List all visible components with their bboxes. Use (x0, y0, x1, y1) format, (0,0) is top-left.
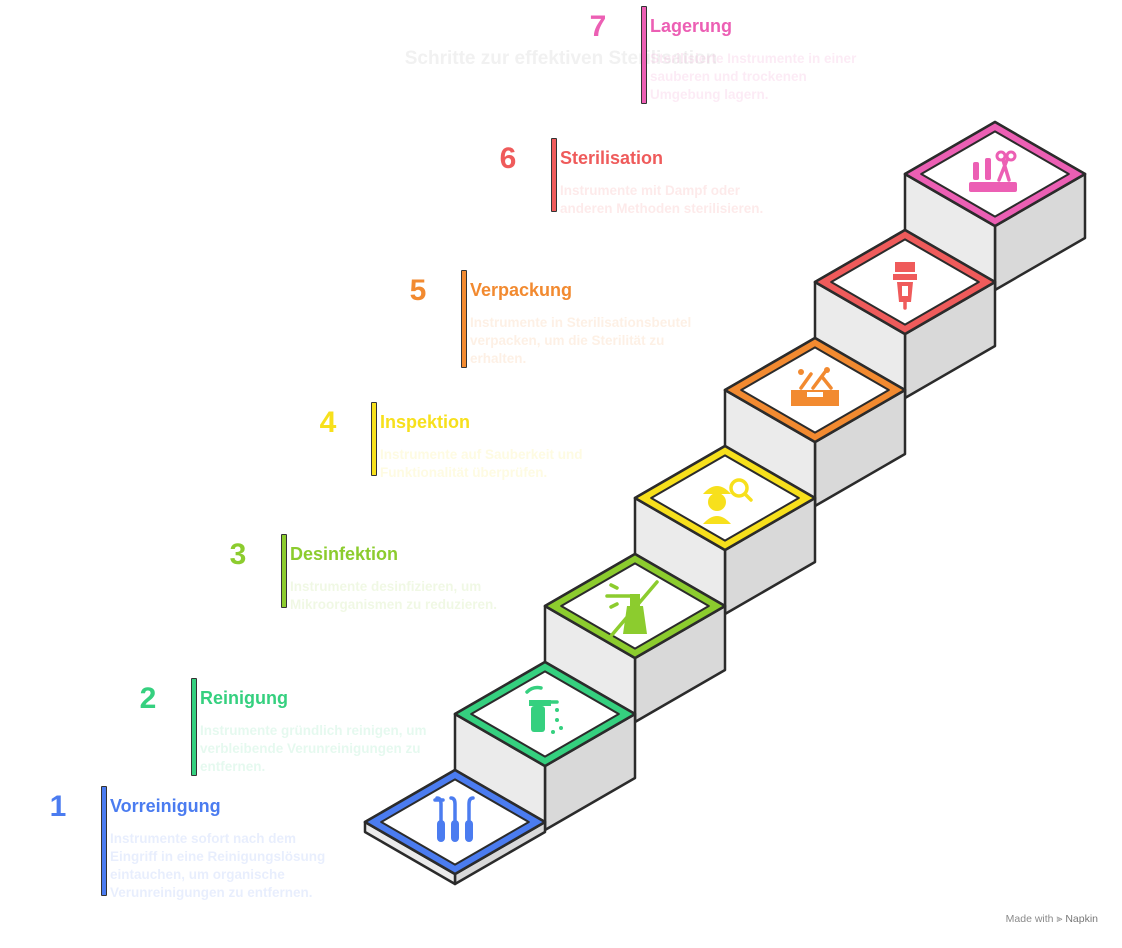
step-block-2 (453, 660, 637, 832)
step-description: Instrumente sofort nach dem Eingriff in … (110, 831, 326, 900)
step-title: Verpackung (470, 280, 573, 300)
step-accent-bar (101, 786, 107, 896)
step-title: Lagerung (650, 16, 733, 36)
step-number: 3 (229, 538, 247, 571)
step-accent-bar (551, 138, 557, 212)
dental-tools-icon (433, 796, 475, 842)
step-description: Instrumente mit Dampf oder anderen Metho… (560, 183, 764, 216)
step-accent-bar (461, 270, 467, 368)
step-block-6 (813, 228, 997, 400)
step-number: 6 (499, 142, 517, 175)
step-number: 4 (319, 406, 337, 439)
step-number: 7 (589, 10, 607, 43)
step-inner-face (920, 130, 1070, 218)
disinfectant-spray-icon (605, 580, 659, 638)
made-with-text: Made with (1005, 913, 1054, 925)
step-description: Instrumente desinfizieren, um Mikroorgan… (290, 579, 498, 612)
step-number: 5 (409, 274, 427, 307)
step-title: Sterilisation (560, 148, 664, 168)
storage-tools-icon (969, 150, 1017, 192)
step-accent-bar (191, 678, 197, 776)
step-block-1 (363, 768, 547, 886)
step-block-5 (723, 336, 907, 508)
step-accent-bar (371, 402, 377, 476)
step-title: Inspektion (380, 412, 471, 432)
sterilizer-flask-icon (893, 262, 917, 310)
step-title: Reinigung (200, 688, 288, 708)
brand-text: Napkin (1065, 913, 1098, 925)
step-description: Instrumente in Sterilisationsbeutel verp… (470, 315, 692, 366)
footer: Made with ⫸ Napkin (1006, 913, 1098, 926)
step-block-3 (543, 552, 727, 724)
step-description: Sterilisierte Instrumente in einer saube… (650, 51, 857, 102)
step-title: Vorreinigung (110, 796, 221, 816)
packaging-box-icon (791, 367, 839, 406)
cleaning-spray-icon (525, 685, 563, 734)
inspector-magnifier-icon (703, 478, 753, 524)
step-description: Instrumente gründlich reinigen, um verbl… (200, 723, 427, 774)
step-number: 2 (139, 682, 157, 715)
napkin-logo-icon: ⫸ (1056, 913, 1063, 925)
step-accent-bar (641, 6, 647, 104)
step-block-4 (633, 444, 817, 616)
step-number: 1 (49, 790, 67, 823)
step-description: Instrumente auf Sauberkeit und Funktiona… (380, 447, 583, 480)
diagram-title: Schritte zur effektiven Sterilisation (404, 48, 718, 69)
step-title: Desinfektion (290, 544, 399, 564)
step-accent-bar (281, 534, 287, 608)
